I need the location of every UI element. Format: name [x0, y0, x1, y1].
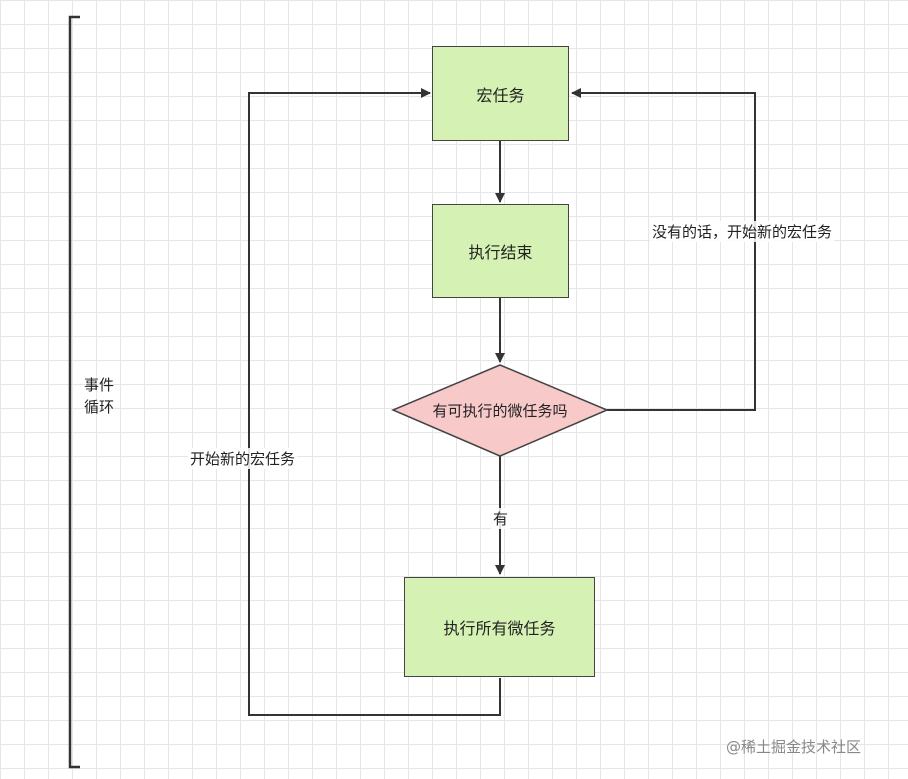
exec-micro-node: 执行所有微任务 [404, 577, 595, 677]
macro-task-node: 宏任务 [432, 46, 569, 141]
event-loop-label: 事件 循环 [84, 374, 114, 418]
exec-end-node: 执行结束 [432, 204, 569, 298]
arrow-start-new-macro-loop [248, 88, 501, 716]
arrow-no-microtask-loop [571, 88, 756, 411]
edge-label-no-loop: 没有的话，开始新的宏任务 [650, 221, 835, 242]
exec-micro-label: 执行所有微任务 [443, 619, 556, 638]
event-loop-label-line2: 循环 [84, 398, 115, 416]
exec-end-label: 执行结束 [468, 243, 533, 262]
decision-label: 有可执行的微任务吗 [432, 402, 568, 420]
watermark: @稀土掘金技术社区 [726, 738, 862, 756]
macro-task-label: 宏任务 [476, 85, 525, 105]
decision-node: 有可执行的微任务吗 [393, 365, 607, 456]
decision-diamond [391, 364, 609, 457]
edge-label-yes: 有 [491, 508, 511, 529]
edge-label-start-new: 开始新的宏任务 [188, 448, 298, 469]
event-loop-label-line1: 事件 [84, 376, 115, 394]
event-loop-bracket [68, 15, 80, 769]
